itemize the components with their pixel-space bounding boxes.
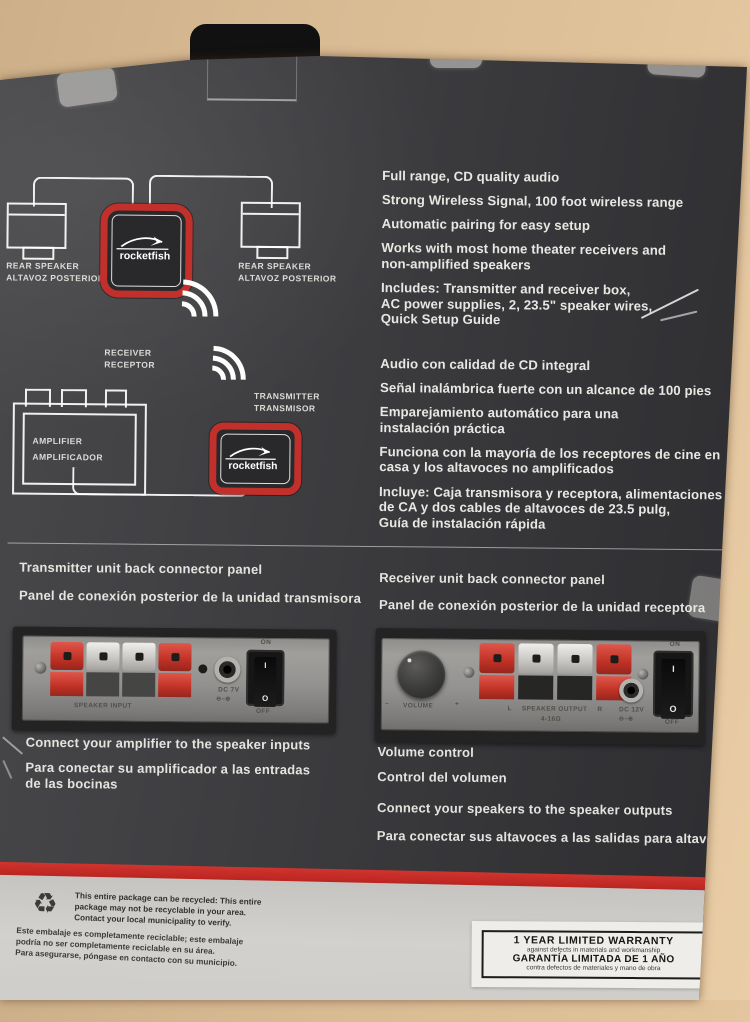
transmitter-drawing: rocketfish bbox=[209, 422, 302, 495]
feature-item: Audio con calidad de CD integral bbox=[380, 356, 730, 375]
recycle-text-es: Este embalaje es completamente reciclabl… bbox=[15, 926, 243, 970]
impedance-label: 4-16Ω bbox=[541, 716, 561, 723]
screw bbox=[637, 669, 648, 680]
amplifier-label: AMPLIFIER AMPLIFICADOR bbox=[32, 433, 103, 466]
feature-item: Incluye: Caja transmisora y receptora, a… bbox=[379, 484, 729, 534]
features-english: Full range, CD quality audio Strong Wire… bbox=[381, 168, 723, 339]
speaker-output-terminals bbox=[479, 643, 632, 704]
transmitter-caption-en: Connect your amplifier to the speaker in… bbox=[26, 735, 311, 754]
feature-item: Works with most home theater receivers a… bbox=[381, 240, 721, 274]
tape-piece bbox=[687, 575, 739, 624]
transmitter-panel-photo: SPEAKER INPUT DC 7V ⊖–⊕ ON I O OFF bbox=[12, 627, 337, 734]
rear-speaker-left-label: REAR SPEAKER ALTAVOZ POSTERIOR bbox=[6, 260, 105, 284]
volume-minus-label: – bbox=[385, 700, 389, 707]
feature-item: Funciona con la mayoría de los receptore… bbox=[379, 444, 729, 479]
svg-text:rocketfish: rocketfish bbox=[120, 250, 171, 262]
rocketfish-logo: rocketfish bbox=[113, 232, 179, 267]
recycle-icon: ♻ bbox=[32, 890, 58, 919]
bottom-flap: ♻ This entire package can be recycled: T… bbox=[0, 875, 750, 1022]
feature-item: Strong Wireless Signal, 100 foot wireles… bbox=[382, 192, 722, 211]
feature-item: Includes: Transmitter and receiver box, … bbox=[381, 280, 721, 330]
feature-item: Full range, CD quality audio bbox=[382, 168, 722, 187]
speaker-input-label: SPEAKER INPUT bbox=[74, 702, 132, 710]
speaker-output-labels: L SPEAKER OUTPUT R bbox=[479, 705, 631, 713]
dc-power-jack bbox=[619, 678, 643, 702]
product-box-photo: { "brand":{"logo":"rocketfish"}, "diagra… bbox=[0, 0, 750, 1000]
rear-speaker-right-drawing bbox=[240, 202, 300, 249]
screw bbox=[463, 667, 474, 678]
dc-polarity-label: ⊖–⊕ bbox=[216, 695, 231, 702]
receiver-caption-volume-en: Volume control bbox=[378, 744, 475, 761]
volume-knob bbox=[397, 650, 445, 698]
transmitter-label: TRANSMITTER TRANSMISOR bbox=[254, 391, 320, 415]
transmitter-section-title-en: Transmitter unit back connector panel bbox=[19, 560, 262, 578]
receiver-caption-speakers-es: Para conectar sus altavoces a las salida… bbox=[377, 828, 737, 847]
power-switch: I O bbox=[653, 651, 694, 717]
handle-flap-crease bbox=[207, 0, 298, 101]
volume-label: VOLUME bbox=[403, 702, 433, 709]
power-off-label: OFF bbox=[256, 708, 270, 715]
receiver-section-title-es: Panel de conexión posterior de la unidad… bbox=[379, 597, 706, 616]
speaker-input-terminals bbox=[50, 642, 193, 701]
warranty-sub-es: contra defectos de materiales y mano de … bbox=[484, 964, 704, 972]
receiver-panel-photo: – VOLUME + L SPEAKER OUTPUT R 4-16Ω bbox=[375, 628, 706, 745]
recycle-text-en: This entire package can be recycled: Thi… bbox=[74, 891, 262, 930]
receiver-label: RECEIVER RECEPTOR bbox=[104, 347, 155, 370]
warranty-sticker: 1 YEAR LIMITED WARRANTY against defects … bbox=[471, 921, 715, 988]
receiver-section-title-en: Receiver unit back connector panel bbox=[379, 570, 605, 588]
transmitter-caption-es: Para conectar su amplificador a las entr… bbox=[25, 760, 310, 795]
tape-piece bbox=[430, 46, 482, 68]
transmitter-section-title-es: Panel de conexión posterior de la unidad… bbox=[19, 588, 361, 607]
warranty-title-en: 1 YEAR LIMITED WARRANTY bbox=[484, 934, 704, 947]
dc-voltage-label: DC 12V bbox=[619, 706, 644, 713]
volume-plus-label: + bbox=[455, 701, 459, 708]
rear-speaker-left-drawing bbox=[6, 202, 66, 249]
power-off-label: OFF bbox=[665, 719, 679, 726]
power-switch: I O bbox=[246, 650, 285, 706]
rear-speaker-right-stand bbox=[256, 246, 288, 259]
rear-speaker-left-stand bbox=[22, 247, 54, 260]
section-divider bbox=[8, 542, 738, 550]
feature-item: Emparejamiento automático para una insta… bbox=[380, 404, 730, 439]
warranty-title-es: GARANTÍA LIMITADA DE 1 AÑO bbox=[484, 953, 704, 965]
package-box: REAR SPEAKER ALTAVOZ POSTERIOR rocketfis… bbox=[0, 0, 750, 1000]
dc-polarity-label: ⊖–⊕ bbox=[619, 715, 634, 722]
warranty-box: 1 YEAR LIMITED WARRANTY against defects … bbox=[481, 930, 705, 979]
feature-item: Señal inalámbrica fuerte con un alcance … bbox=[380, 380, 730, 399]
tape-piece bbox=[647, 42, 707, 78]
receiver-caption-volume-es: Control del volumen bbox=[377, 769, 507, 786]
scratch-mark bbox=[2, 760, 12, 779]
receiver-caption-speakers-en: Connect your speakers to the speaker out… bbox=[377, 800, 673, 819]
scratch-mark bbox=[2, 736, 23, 754]
rear-speaker-right-label: REAR SPEAKER ALTAVOZ POSTERIOR bbox=[238, 261, 337, 285]
power-on-label: ON bbox=[670, 641, 681, 648]
features-spanish: Audio con calidad de CD integral Señal i… bbox=[379, 356, 731, 542]
dc-power-jack bbox=[214, 656, 240, 682]
power-on-label: ON bbox=[261, 639, 272, 646]
feature-item: Automatic pairing for easy setup bbox=[382, 216, 722, 235]
screw bbox=[34, 662, 46, 674]
dc-voltage-label: DC 7V bbox=[218, 687, 239, 694]
pairing-led bbox=[198, 664, 207, 673]
svg-text:rocketfish: rocketfish bbox=[228, 461, 277, 472]
rocketfish-logo: rocketfish bbox=[222, 444, 286, 477]
